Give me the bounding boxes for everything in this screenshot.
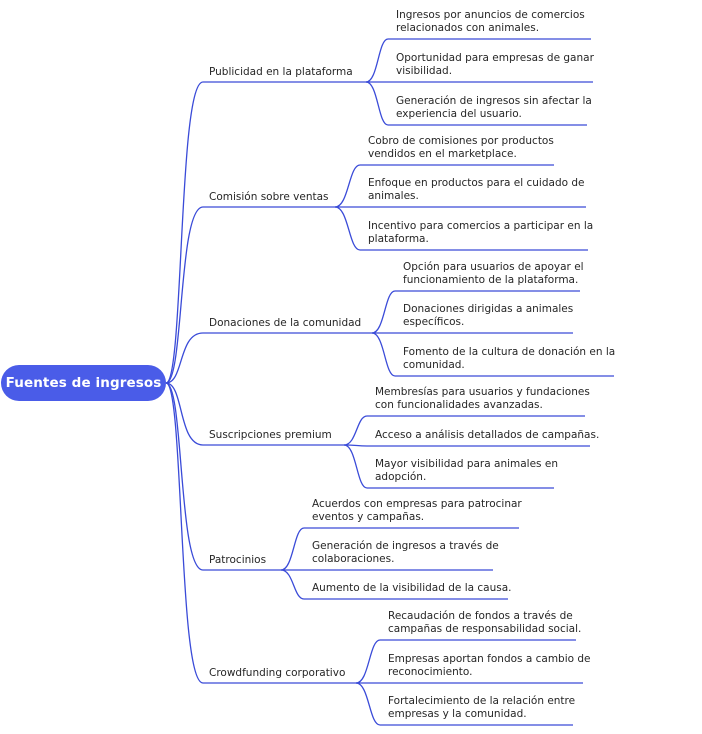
leaf-text-line: Enfoque en productos para el cuidado de: [368, 177, 585, 189]
leaf-text-line: Donaciones dirigidas a animales: [403, 303, 574, 315]
leaf-text-line: funcionamiento de la plataforma.: [403, 274, 579, 286]
leaf-connector: [371, 290, 580, 334]
leaf-text-line: vendidos en el marketplace.: [368, 148, 517, 160]
leaf-text-line: Recaudación de fondos a través de: [388, 610, 573, 622]
branch-connector: [165, 382, 344, 446]
leaf-text-line: Mayor visibilidad para animales en: [375, 458, 558, 470]
leaf-connector: [343, 444, 554, 489]
leaf-connector: [334, 206, 588, 251]
leaf-connector: [343, 444, 590, 447]
branch-connector: [165, 206, 335, 384]
leaf-text-line: con funcionalidades avanzadas.: [375, 399, 543, 411]
leaf-connector: [334, 164, 554, 208]
branch-node[interactable]: Comisión sobre ventas: [209, 191, 329, 203]
branch-node[interactable]: Donaciones de la comunidad: [209, 317, 362, 329]
leaf-connector: [365, 38, 591, 83]
leaf-text-line: Empresas aportan fondos a cambio de: [388, 653, 591, 665]
leaf-text-line: Oportunidad para empresas de ganar: [396, 52, 594, 64]
leaf-text-line: Fomento de la cultura de donación en la: [403, 346, 616, 358]
leaf-text-line: adopción.: [375, 471, 427, 483]
branch-node[interactable]: Suscripciones premium: [209, 429, 332, 441]
leaf-text-line: experiencia del usuario.: [396, 108, 522, 120]
leaf-text-line: Generación de ingresos sin afectar la: [396, 95, 592, 107]
leaf-connector: [343, 415, 585, 446]
leaf-node[interactable]: Aumento de la visibilidad de la causa.: [312, 582, 512, 595]
leaf-text-line: colaboraciones.: [312, 553, 395, 565]
branch-connector: [165, 382, 281, 571]
leaf-text-line: eventos y campañas.: [312, 511, 425, 523]
leaf-text-line: Opción para usuarios de apoyar el: [403, 261, 584, 273]
leaf-text-line: Fortalecimiento de la relación entre: [388, 695, 576, 707]
leaf-connector: [371, 332, 614, 377]
leaf-text-line: relacionados con animales.: [396, 22, 540, 34]
branch-node[interactable]: Patrocinios: [209, 554, 267, 566]
leaf-text-line: plataforma.: [368, 233, 429, 245]
root-label: Fuentes de ingresos: [5, 375, 162, 391]
branch-connector: [165, 81, 366, 384]
leaf-text-line: animales.: [368, 190, 419, 202]
branch-connector: [165, 382, 356, 684]
leaf-text-line: Ingresos por anuncios de comercios: [396, 9, 585, 21]
leaf-text-line: Acceso a análisis detallados de campañas…: [375, 429, 600, 441]
leaf-connector: [280, 527, 519, 571]
leaf-text-line: Generación de ingresos a través de: [312, 540, 499, 552]
leaf-node[interactable]: Incentivo para comercios a participar en…: [368, 220, 593, 246]
branch-connector: [165, 332, 372, 384]
leaf-text-line: Membresías para usuarios y fundaciones: [375, 386, 590, 398]
leaf-connector: [355, 682, 573, 726]
leaf-connector: [355, 639, 576, 684]
branch-node[interactable]: Publicidad en la plataforma: [209, 66, 353, 78]
leaf-text-line: Acuerdos con empresas para patrocinar: [312, 498, 522, 510]
leaf-text-line: Aumento de la visibilidad de la causa.: [312, 582, 512, 594]
leaf-text-line: comunidad.: [403, 359, 465, 371]
branch-node[interactable]: Crowdfunding corporativo: [209, 667, 346, 679]
root-node[interactable]: Fuentes de ingresos: [1, 365, 166, 401]
leaf-text-line: Cobro de comisiones por productos: [368, 135, 554, 147]
leaf-connector: [365, 81, 587, 126]
leaf-connector: [280, 569, 508, 600]
leaf-text-line: campañas de responsabilidad social.: [388, 623, 582, 635]
leaf-text-line: Incentivo para comercios a participar en…: [368, 220, 594, 232]
leaf-text-line: específicos.: [403, 316, 465, 328]
leaf-text-line: empresas y la comunidad.: [388, 708, 527, 720]
leaf-text-line: reconocimiento.: [388, 666, 473, 678]
leaf-text-line: visibilidad.: [396, 65, 453, 77]
leaf-node[interactable]: Acceso a análisis detallados de campañas…: [375, 429, 599, 442]
